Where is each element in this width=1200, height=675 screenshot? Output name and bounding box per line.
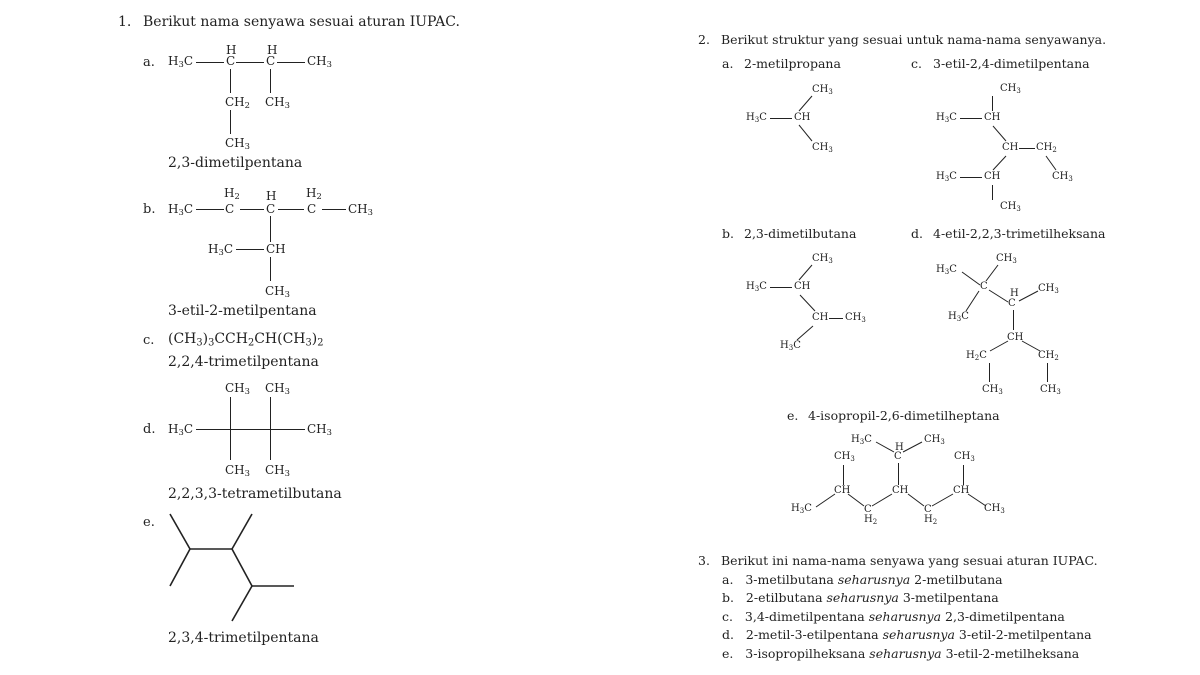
q1b-letter: b.: [143, 202, 156, 217]
q2d-name: 4-etil-2,2,3-trimetilheksana: [933, 226, 1106, 241]
q3-item-d: d. 2-metil-3-etilpentana seharusnya 3-et…: [722, 627, 1092, 642]
q1d-letter: d.: [143, 422, 156, 437]
q2e-letter: e.: [787, 408, 799, 423]
q1e-letter: e.: [143, 515, 155, 530]
q1c-letter: c.: [143, 333, 155, 348]
q3-item-b: b. 2-etilbutana seharusnya 3-metilpentan…: [722, 590, 999, 605]
q1a-name: 2,3-dimetilpentana: [168, 155, 303, 171]
q2b-letter: b.: [722, 226, 734, 241]
q1a-letter: a.: [143, 55, 155, 70]
q3-title: Berikut ini nama-nama senyawa yang sesua…: [721, 553, 1098, 568]
q1e-name: 2,3,4-trimetilpentana: [168, 630, 319, 646]
q3-item-c: c. 3,4-dimetilpentana seharusnya 2,3-dim…: [722, 609, 1065, 624]
q2b-name: 2,3-dimetilbutana: [744, 226, 857, 241]
q2e-name: 4-isopropil-2,6-dimetilheptana: [808, 408, 1000, 423]
q2a-letter: a.: [722, 56, 734, 71]
q2d-letter: d.: [911, 226, 923, 241]
q2c-letter: c.: [911, 56, 922, 71]
q2-number: 2.: [698, 32, 710, 47]
q3-number: 3.: [698, 553, 710, 568]
q1d-name: 2,2,3,3-tetrametilbutana: [168, 486, 342, 502]
q2-title: Berikut struktur yang sesuai untuk nama-…: [721, 32, 1107, 47]
q1c-name: 2,2,4-trimetilpentana: [168, 354, 319, 370]
q1b-name: 3-etil-2-metilpentana: [168, 303, 317, 319]
q2c-name: 3-etil-2,4-dimetilpentana: [933, 56, 1090, 71]
q1e-skeletal-structure: [169, 513, 294, 622]
q2a-name: 2-metilpropana: [744, 56, 841, 71]
q1-number: 1.: [118, 14, 132, 30]
q1-title: Berikut nama senyawa sesuai aturan IUPAC…: [143, 14, 460, 30]
q3-item-a: a. 3-metilbutana seharusnya 2-metilbutan…: [722, 572, 1003, 587]
q3-item-e: e. 3-isopropilheksana seharusnya 3-etil-…: [722, 646, 1080, 661]
q1c-formula: (CH3)3CCH2CH(CH3)2: [168, 331, 324, 349]
